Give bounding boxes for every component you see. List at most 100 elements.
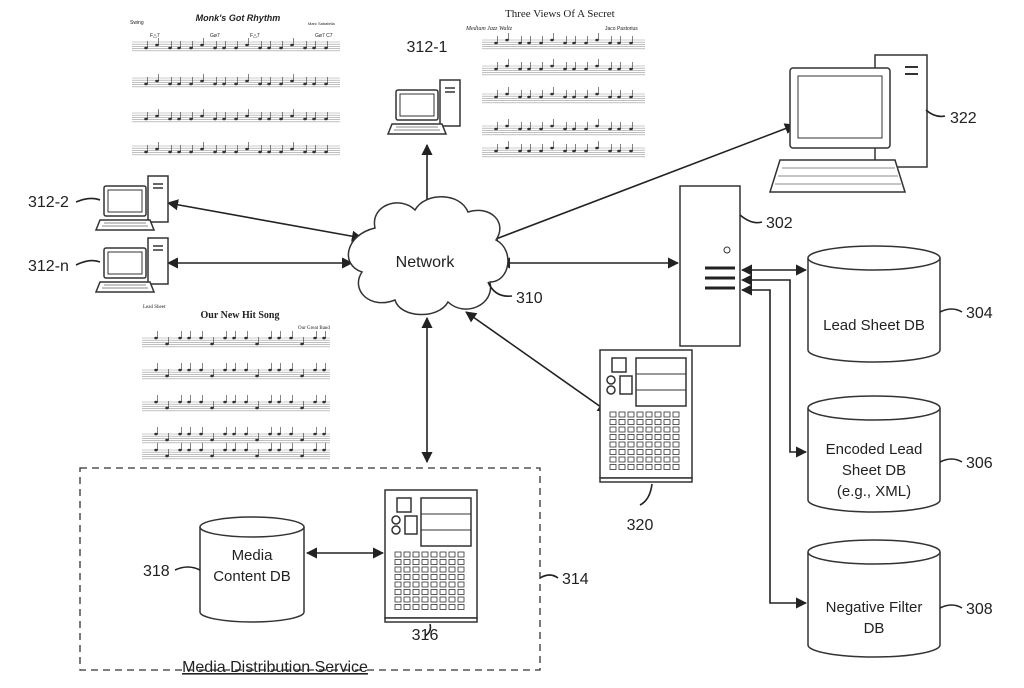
note: [279, 117, 283, 121]
note: [290, 147, 294, 151]
note: [232, 368, 236, 372]
note: [550, 92, 554, 96]
note: [313, 368, 317, 372]
note: [177, 46, 181, 50]
note: [550, 124, 554, 128]
note: [289, 336, 293, 340]
lead-sheet-style: Medium Jazz Waltz: [465, 26, 513, 32]
note: [200, 147, 204, 151]
note: [255, 454, 259, 458]
note: [154, 432, 158, 436]
note: [187, 400, 191, 404]
note: [629, 149, 633, 153]
note: [617, 149, 621, 153]
ref-320: 320: [627, 517, 654, 534]
note: [244, 448, 248, 452]
note: [527, 41, 531, 45]
ref-306: 306: [966, 455, 993, 472]
note: [155, 114, 159, 118]
ref-304: 304: [966, 305, 993, 322]
note: [572, 67, 576, 71]
note: [234, 117, 238, 121]
note: [200, 114, 204, 118]
note: [178, 400, 182, 404]
note: [189, 82, 193, 86]
database-308: Negative Filter DB 308: [807, 539, 993, 658]
db-label: Media: [232, 547, 274, 564]
note: [550, 38, 554, 42]
note: [539, 95, 543, 99]
note: [244, 400, 248, 404]
note: [608, 127, 612, 131]
note: [165, 342, 169, 346]
note: [608, 95, 612, 99]
note: [595, 146, 599, 150]
note: [584, 67, 588, 71]
lead-sheet-title: Monk's Got Rhythm: [196, 13, 281, 23]
note: [168, 82, 172, 86]
ref-318: 318: [143, 563, 170, 580]
note: [177, 150, 181, 154]
note: [277, 336, 281, 340]
note: [313, 448, 317, 452]
note: [617, 95, 621, 99]
note: [267, 117, 271, 121]
ref-310: 310: [516, 290, 543, 307]
client-312-1: 312-1: [387, 39, 461, 135]
note: [232, 400, 236, 404]
note: [572, 149, 576, 153]
link-302-308: [740, 284, 808, 609]
lead-sheet-three-views-of-a-secret: Three Views Of A Secret Medium Jazz Walt…: [465, 8, 645, 158]
note: [267, 46, 271, 50]
note: [189, 150, 193, 154]
note: [199, 448, 203, 452]
note: [213, 46, 217, 50]
note: [518, 127, 522, 131]
note: [617, 67, 621, 71]
note: [245, 79, 249, 83]
note: [563, 149, 567, 153]
lead-sheet-title: Our New Hit Song: [201, 310, 280, 321]
note: [177, 117, 181, 121]
db-label: Content DB: [213, 568, 291, 585]
lead-sheet-monks-got-rhythm: Swing Monk's Got Rhythm Marc Sabatella F…: [130, 13, 340, 156]
note: [245, 43, 249, 47]
note: [155, 79, 159, 83]
note: [303, 150, 307, 154]
client-312-n: 312-n: [28, 237, 169, 293]
note: [232, 432, 236, 436]
note: [165, 454, 169, 458]
note: [222, 117, 226, 121]
connections: [166, 123, 808, 609]
ref-312-n: 312-n: [28, 258, 69, 275]
note: [595, 64, 599, 68]
note: [584, 95, 588, 99]
link-302-306: [740, 274, 808, 458]
note: [154, 368, 158, 372]
database-304: Lead Sheet DB 304: [807, 245, 993, 363]
note: [629, 95, 633, 99]
note: [617, 41, 621, 45]
server-tower-320: 320: [599, 349, 693, 534]
lead-sheet-title: Three Views Of A Secret: [505, 8, 615, 20]
note: [494, 41, 498, 45]
note: [324, 117, 328, 121]
note: [608, 41, 612, 45]
note: [178, 448, 182, 452]
note: [550, 146, 554, 150]
note: [258, 150, 262, 154]
note: [527, 95, 531, 99]
note: [232, 448, 236, 452]
note: [267, 150, 271, 154]
ref-322: 322: [950, 110, 977, 127]
note: [494, 127, 498, 131]
note: [312, 82, 316, 86]
note: [168, 117, 172, 121]
note: [189, 46, 193, 50]
note: [584, 41, 588, 45]
note: [144, 117, 148, 121]
note: [527, 127, 531, 131]
note: [313, 336, 317, 340]
note: [290, 114, 294, 118]
note: [617, 127, 621, 131]
